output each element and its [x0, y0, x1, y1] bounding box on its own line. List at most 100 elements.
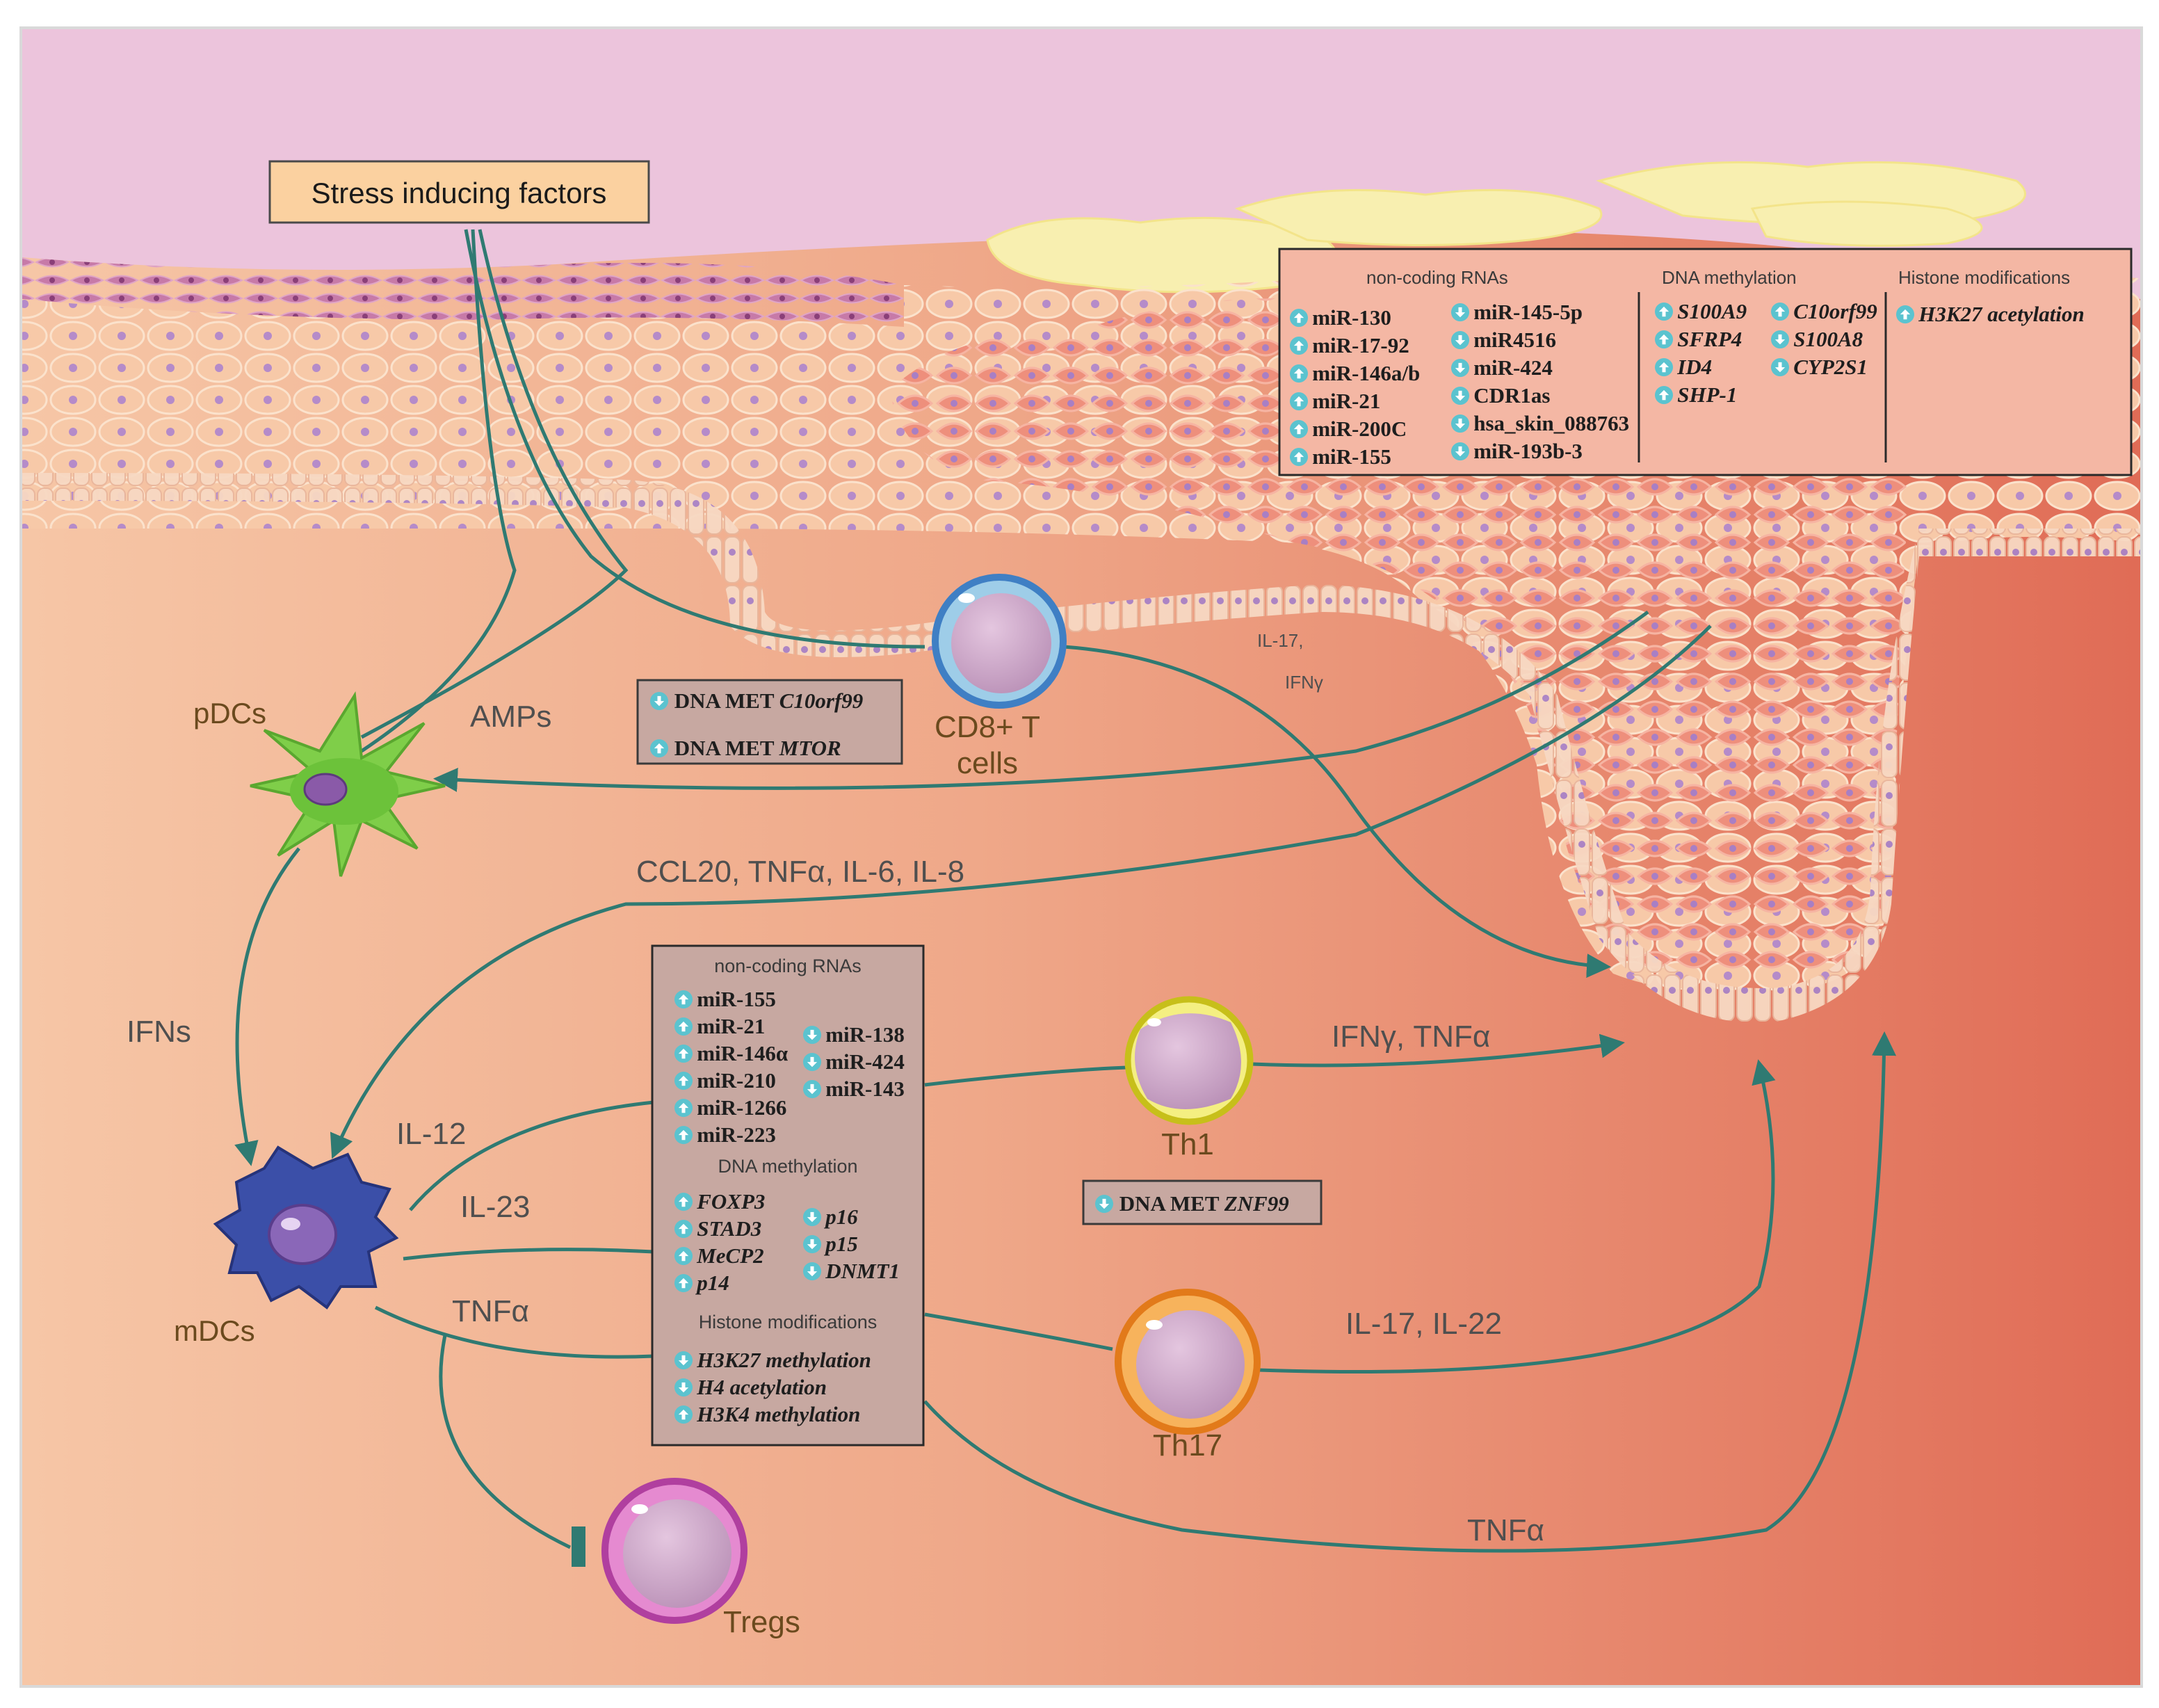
dna-met-gene: MTOR [779, 736, 841, 760]
epigenetic-item: miR-193b-3 [1473, 439, 1583, 463]
epigenetic-item: SHP-1 [1677, 382, 1737, 407]
epigenetic-item: miR-200C [1312, 417, 1407, 441]
epigenetic-item: H3K4 methylation [696, 1402, 860, 1426]
keratinocyte-epigenetics-items: miR-130miR-17-92miR-146a/bmiR-21miR-200C… [1289, 299, 2085, 469]
tnfa-mdc-line [374, 1305, 654, 1359]
cd8-epigenetics-box [636, 679, 903, 765]
epigenetic-item: DNMT1 [825, 1259, 900, 1283]
top-histone-heading: Histone modifications [1898, 267, 2070, 288]
th1-cell [1124, 996, 1254, 1125]
down-arrow-glyph [1774, 362, 1786, 373]
basal-layer [22, 473, 2140, 1023]
amps-label: AMPs [470, 700, 551, 734]
epigenetic-item: miR-21 [1312, 389, 1380, 413]
epidermis-to-pdcs-arrow [433, 610, 1649, 792]
dna-met-prefix: DNA MET [674, 688, 779, 713]
keratinocyte-epigenetics-box [1278, 248, 2133, 476]
cd8-to-epidermis-arrow [1063, 645, 1611, 978]
epigenetic-item: miR-424 [1473, 355, 1553, 380]
up-arrow-glyph [1774, 306, 1786, 317]
mdcs-label: mDCs [174, 1314, 255, 1347]
up-arrow-glyph [1293, 340, 1304, 351]
stress-factor-box [268, 160, 650, 224]
epigenetic-item: miR-223 [697, 1122, 776, 1147]
box-to-th17-line [924, 1312, 1113, 1351]
connectors [234, 229, 1897, 1553]
epigenetic-item: FOXP3 [696, 1189, 765, 1214]
pdcs-label: pDCs [193, 697, 266, 730]
epigenetic-item: p14 [695, 1271, 729, 1295]
epigenetic-item: miR-145-5p [1473, 300, 1583, 324]
epidermis-to-mdcs-arrow [330, 625, 1712, 1159]
ifng-tnfa-label: IFNγ, TNFα [1332, 1020, 1490, 1054]
up-arrow-glyph [654, 743, 665, 754]
up-arrow-glyph [678, 1196, 689, 1207]
down-arrow-glyph [1455, 418, 1466, 429]
up-arrow-glyph [678, 1129, 689, 1141]
dna-met-prefix: DNA MET [674, 736, 779, 760]
cd8-t-cell [932, 574, 1067, 709]
down-arrow-glyph [678, 1382, 689, 1393]
stress-to-pdcs-line [360, 229, 517, 753]
epigenetic-item: ID4 [1676, 355, 1712, 379]
epigenetic-item: C10orf99 [1793, 299, 1877, 323]
down-arrow-glyph [1455, 446, 1466, 457]
up-arrow-glyph [678, 1021, 689, 1032]
il12-line [409, 1100, 654, 1211]
epigenetic-item: miR-424 [825, 1049, 905, 1074]
dna-met-prefix: DNA MET [1119, 1191, 1224, 1216]
il23-label: IL-23 [460, 1190, 530, 1224]
epigenetic-item: CYP2S1 [1793, 355, 1868, 379]
il17-ifng-label-line2: IFNγ [1285, 672, 1323, 693]
tnfa-to-epidermis-arrow [923, 1031, 1897, 1553]
up-arrow-glyph [678, 1409, 689, 1420]
up-arrow-glyph [678, 1250, 689, 1262]
epigenetic-item: CDR1as [1473, 383, 1550, 408]
epigenetic-item: S100A9 [1677, 299, 1747, 323]
tnfa-bottom-label: TNFα [1467, 1513, 1544, 1547]
epigenetic-item: miR-21 [697, 1014, 765, 1038]
epigenetic-item: hsa_skin_088763 [1473, 411, 1629, 435]
dna-met-item: DNA MET ZNF99 [1119, 1191, 1289, 1216]
up-arrow-glyph [1293, 451, 1304, 462]
epigenetic-item: miR-155 [697, 987, 776, 1011]
cd8-label-line1: CD8+ T [935, 710, 1040, 744]
epigenetic-item: miR-138 [825, 1022, 905, 1047]
mdcs-to-tregs-inhibit [439, 1335, 572, 1549]
th17-cell [1115, 1289, 1261, 1435]
mdc-cell [213, 1145, 399, 1310]
up-arrow-glyph [1658, 334, 1669, 345]
down-arrow-glyph [1774, 334, 1786, 345]
down-arrow-glyph [807, 1266, 818, 1277]
ifns-label: IFNs [127, 1015, 191, 1049]
down-arrow-glyph [1099, 1198, 1110, 1209]
th1-to-epidermis-arrow [1251, 1033, 1625, 1068]
th17-to-epidermis-arrow [1258, 1059, 1776, 1373]
up-arrow-glyph [678, 994, 689, 1005]
dc-epigenetics-items: miR-155miR-21miR-146αmiR-210miR-1266miR-… [674, 987, 905, 1426]
epigenetic-item: STAD3 [697, 1216, 761, 1241]
stress-to-cd8-line [464, 229, 925, 649]
pdc-cell [250, 691, 446, 877]
up-arrow-glyph [678, 1102, 689, 1113]
il23-line [403, 1248, 654, 1261]
tnfa-mdc-label: TNFα [452, 1294, 529, 1328]
up-arrow-glyph [678, 1278, 689, 1289]
epigenetic-item: miR-143 [825, 1077, 905, 1101]
down-arrow-glyph [807, 1029, 818, 1040]
up-arrow-glyph [678, 1223, 689, 1234]
epigenetic-item: MeCP2 [696, 1243, 763, 1268]
th1-label: Th1 [1161, 1127, 1214, 1161]
mid-histone-heading: Histone modifications [699, 1312, 878, 1332]
il17-il22-label: IL-17, IL-22 [1345, 1307, 1502, 1341]
epigenetic-item: H4 acetylation [696, 1375, 827, 1399]
mid-ncrna-heading: non-coding RNAs [714, 956, 862, 976]
cd8-label-line2: cells [957, 746, 1018, 780]
down-arrow-glyph [807, 1083, 818, 1095]
up-arrow-glyph [1658, 389, 1669, 401]
dna-met-gene: C10orf99 [779, 688, 864, 713]
il12-label: IL-12 [396, 1117, 466, 1151]
ccl20-label: CCL20, TNFα, IL-6, IL-8 [636, 855, 964, 889]
